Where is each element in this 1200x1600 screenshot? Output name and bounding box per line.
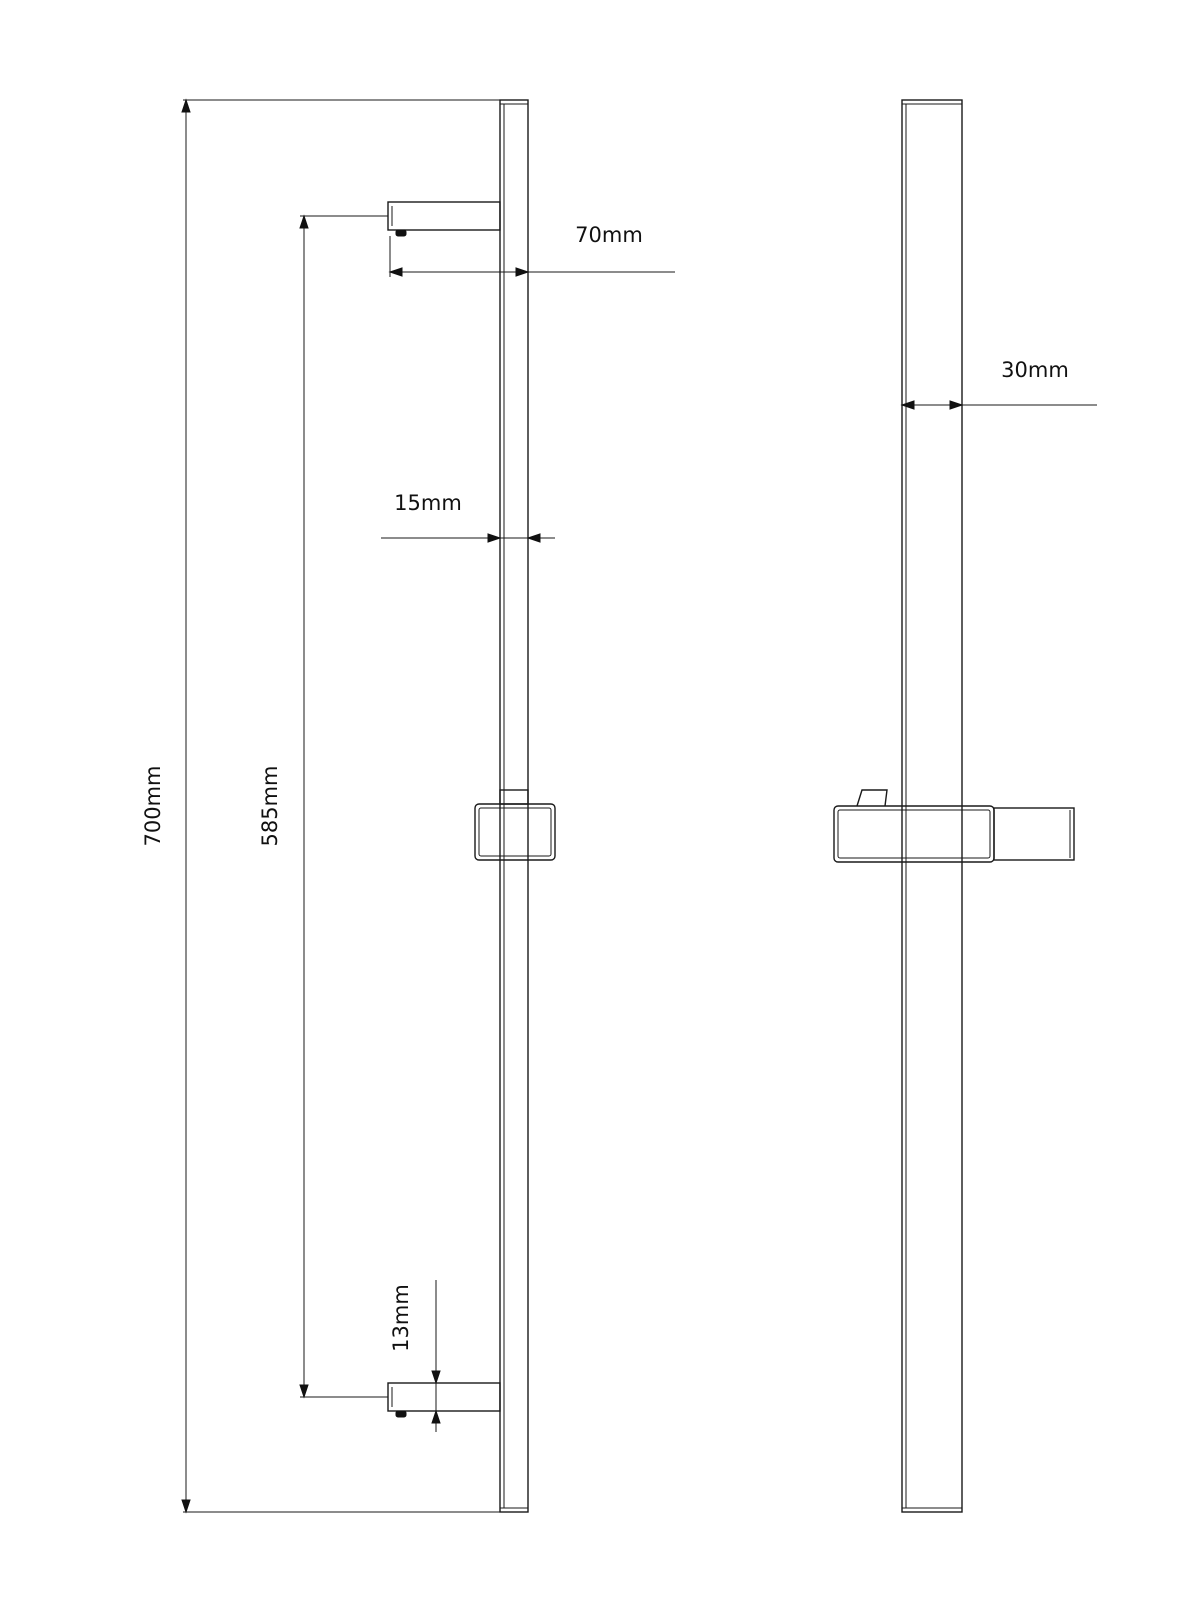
side-rail xyxy=(499,99,529,1513)
dimension-label-rail-depth: 15mm xyxy=(394,491,462,515)
front-slider xyxy=(833,789,1075,863)
side-top-bracket xyxy=(387,201,501,237)
dimension-label-rail-width: 30mm xyxy=(1001,358,1069,382)
dimension-rail-width: 30mm xyxy=(900,358,1097,410)
side-slider xyxy=(474,789,556,861)
dimension-bracket-height: 13mm xyxy=(389,1280,448,1432)
dimension-bracket-projection: 70mm xyxy=(388,223,675,277)
dimension-label-bracket-projection: 70mm xyxy=(575,223,643,247)
dimension-bracket-spacing: 585mm xyxy=(258,214,388,1399)
dimension-overall-height: 700mm xyxy=(141,98,500,1514)
side-bottom-bracket xyxy=(387,1382,501,1418)
dimension-label-bracket-height: 13mm xyxy=(389,1284,413,1352)
dimension-label-bracket-spacing: 585mm xyxy=(258,766,282,847)
front-view: 30mm xyxy=(833,99,1097,1513)
dimension-label-overall-height: 700mm xyxy=(141,766,165,847)
dimension-rail-depth: 15mm xyxy=(381,491,555,543)
side-view: 700mm 585mm 70mm 15mm xyxy=(141,98,675,1514)
